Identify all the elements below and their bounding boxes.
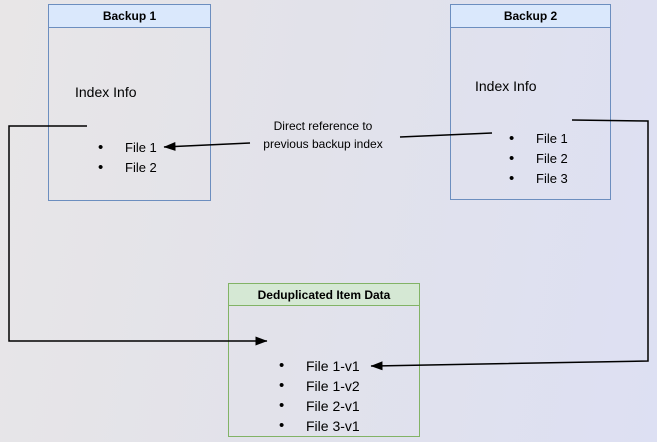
deduplicated-item-data-node: Deduplicated Item Data File 1-v1 File 1-… [228,283,420,437]
edge-label-line1: Direct reference to [273,119,373,133]
backup2-body: Index Info File 1 File 2 File 3 [451,28,610,222]
backup1-title: Backup 1 [49,5,210,28]
dedup-item-list: File 1-v1 File 1-v2 File 2-v1 File 3-v1 [279,356,360,436]
dedup-body: File 1-v1 File 1-v2 File 2-v1 File 3-v1 [229,306,419,442]
backup2-title: Backup 2 [451,5,610,28]
list-item: File 2-v1 [279,396,360,416]
edge-label-direct-reference: Direct reference to previous backup inde… [233,117,413,153]
backup1-body: Index Info File 1 File 2 [49,28,210,223]
list-item: File 1 [98,138,157,158]
backup1-node: Backup 1 Index Info File 1 File 2 [48,4,211,201]
backup2-index-info-label: Index Info [475,78,537,94]
backup1-file-list: File 1 File 2 [98,138,157,178]
list-item: File 1 [509,129,568,149]
backup2-node: Backup 2 Index Info File 1 File 2 File 3 [450,4,611,200]
list-item: File 3 [509,169,568,189]
backup1-index-info-label: Index Info [75,84,137,100]
list-item: File 1-v1 [279,356,360,376]
list-item: File 2 [98,158,157,178]
list-item: File 1-v2 [279,376,360,396]
edge-label-line2: previous backup index [263,137,383,151]
list-item: File 3-v1 [279,416,360,436]
dedup-title: Deduplicated Item Data [229,284,419,306]
backup2-file-list: File 1 File 2 File 3 [509,129,568,189]
list-item: File 2 [509,149,568,169]
